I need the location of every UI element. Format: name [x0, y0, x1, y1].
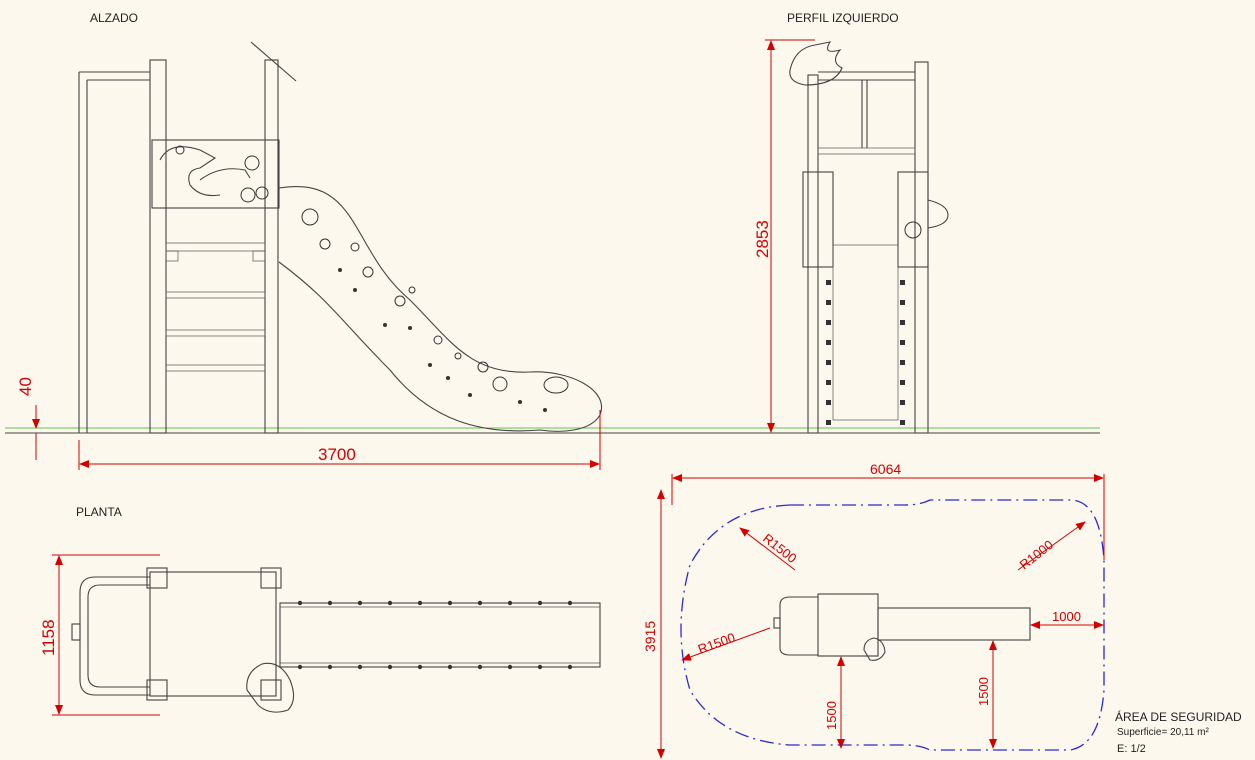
- dim-zone-length: 6064: [671, 461, 1105, 560]
- profile-slide: [832, 244, 899, 421]
- dino-panel: [151, 139, 280, 209]
- mini-slide: [877, 607, 1031, 641]
- dim-clearance-center: 1500: [824, 656, 845, 749]
- dim-width: 1158: [39, 554, 160, 716]
- dim-ground-clearance: 40: [16, 377, 40, 460]
- elevation-title: ALZADO: [90, 11, 139, 25]
- safety-area-view: 6064 3915 R1500 R1500 R1000 1000 1500: [642, 461, 1105, 759]
- svg-text:R1500: R1500: [696, 630, 737, 657]
- safety-zone-boundary: [680, 499, 1105, 751]
- profile-left-panel: [802, 171, 834, 268]
- left-profile-title: PERFIL IZQUIERDO: [787, 11, 899, 25]
- mini-handrail: [779, 596, 818, 656]
- plan-bolts: [297, 600, 573, 670]
- slide-outline: [278, 186, 603, 432]
- dim-radius-top-left: R1500: [739, 527, 800, 571]
- svg-text:3700: 3700: [318, 445, 356, 464]
- svg-text:1158: 1158: [39, 619, 58, 656]
- right-post: [264, 59, 279, 434]
- dim-clearance-right: 1500: [976, 640, 997, 749]
- plan-dino-hand: [246, 662, 295, 713]
- svg-text:3915: 3915: [642, 621, 658, 652]
- dim-radius-right: R1000: [1017, 521, 1086, 572]
- plan-platform: [149, 571, 277, 697]
- svg-text:R1000: R1000: [1017, 537, 1056, 572]
- plan-view: 1158: [39, 554, 601, 716]
- dino-head-outline: [159, 146, 251, 197]
- dim-zone-width: 3915: [642, 489, 665, 759]
- drawing-scale: E: 1/2: [1117, 743, 1146, 755]
- dim-length: 3700: [78, 410, 601, 470]
- dim-radius-bottom-left: R1500: [681, 627, 771, 661]
- svg-text:1500: 1500: [824, 701, 839, 730]
- dim-slide-exit: 1000: [1030, 609, 1104, 629]
- profile-dino-hand: [789, 41, 843, 86]
- profile-left-post: [807, 74, 819, 434]
- profile-right-post: [914, 61, 929, 434]
- dim-height: 2853: [753, 39, 815, 433]
- svg-text:1500: 1500: [976, 677, 991, 706]
- safety-area-surface: Superficie= 20,11 m²: [1117, 727, 1209, 738]
- left-profile-view: 2853: [753, 39, 949, 434]
- plan-title: PLANTA: [76, 505, 122, 519]
- svg-text:40: 40: [16, 377, 35, 396]
- mini-platform: [817, 593, 879, 657]
- elevation-view: 40 3700: [5, 41, 1100, 470]
- roof-bar: [250, 41, 297, 82]
- plan-handrail-inner: [87, 584, 150, 688]
- profile-right-panel: [897, 171, 929, 268]
- left-post: [149, 59, 167, 434]
- slide-dino-eyes: [543, 376, 569, 394]
- safety-area-title: ÁREA DE SEGURIDAD: [1115, 710, 1242, 724]
- ladder-rungs: [165, 242, 266, 372]
- svg-text:1000: 1000: [1052, 609, 1081, 624]
- svg-text:6064: 6064: [870, 461, 901, 477]
- plan-handrail-outer: [79, 576, 150, 696]
- profile-bolts: [826, 280, 905, 425]
- slide-holes: [301, 208, 547, 412]
- plan-slide: [279, 602, 601, 668]
- svg-text:2853: 2853: [753, 220, 772, 258]
